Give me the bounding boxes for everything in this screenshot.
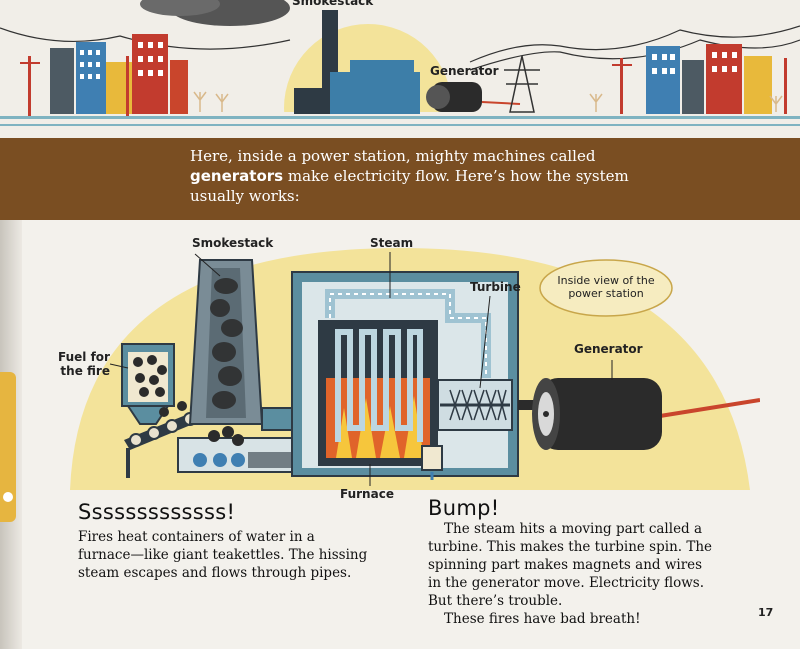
intro-banner — [0, 138, 800, 220]
left-body: Fires heat containers of water in a furn… — [78, 528, 408, 582]
page-tab — [0, 372, 16, 522]
left-body-line: furnace—like giant teakettles. The hissi… — [78, 547, 368, 563]
top-generator-label: Generator — [430, 64, 499, 78]
turbine-label: Turbine — [470, 280, 521, 294]
fuel-label-line-1: Fuel for — [58, 350, 110, 364]
right-body-line: But there’s trouble. — [428, 593, 563, 609]
inside-view-line-1: Inside view of the — [557, 274, 655, 287]
smokestack-label: Smokestack — [192, 236, 274, 250]
fuel-label-line-2: the fire — [60, 364, 110, 378]
city-illustration — [0, 0, 800, 138]
steam-label: Steam — [370, 236, 414, 250]
intro-line-2: make electricity flow. Here’s how the sy… — [287, 167, 629, 185]
right-body: The steam hits a moving part called a tu… — [428, 520, 748, 628]
intro-line-1: Here, inside a power station, mighty mac… — [190, 147, 596, 165]
right-body-line: spinning part makes magnets and wires — [428, 557, 703, 573]
left-heading: Sssssssssssss! — [78, 500, 236, 524]
left-body-line: Fires heat containers of water in a — [78, 529, 315, 545]
top-smokestack-label: Smokestack — [292, 0, 374, 8]
power-station-diagram — [70, 248, 760, 490]
right-body-line: turbine. This makes the turbine spin. Th… — [428, 539, 713, 555]
furnace-label: Furnace — [340, 487, 394, 501]
right-body-line: in the generator move. Electricity flows… — [428, 575, 704, 591]
intro-text: Here, inside a power station, mighty mac… — [190, 146, 660, 206]
inside-view-callout: Inside view of the power station — [546, 274, 666, 300]
page-number: 17 — [758, 606, 774, 619]
right-body-line: These fires have bad breath! — [444, 611, 641, 627]
fuel-label: Fuel for the fire — [58, 350, 110, 378]
intro-line-3: usually works: — [190, 187, 300, 205]
generator-label: Generator — [574, 342, 643, 356]
left-body-line: steam escapes and flows through pipes. — [78, 565, 352, 581]
right-body-line: The steam hits a moving part called a — [444, 521, 703, 537]
intro-bold-term: generators — [190, 167, 284, 185]
inside-view-line-2: power station — [568, 287, 644, 300]
right-heading: Bump! — [428, 496, 500, 520]
